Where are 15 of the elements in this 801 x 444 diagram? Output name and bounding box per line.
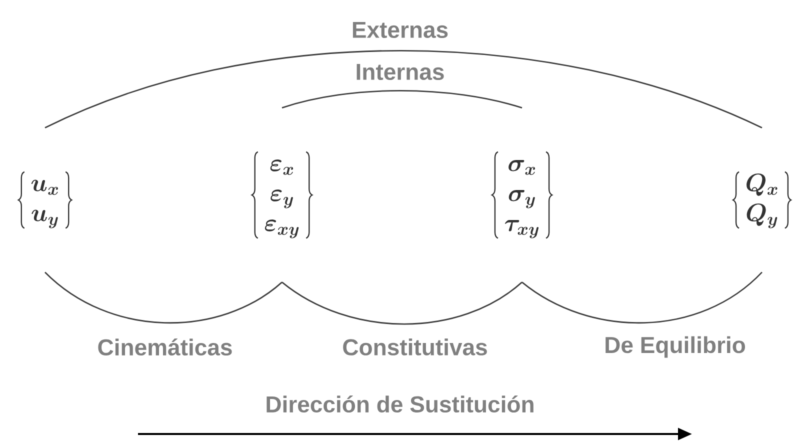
arc-label: Internas <box>356 64 444 80</box>
arc-label: Cinemáticas <box>98 338 232 356</box>
arc-label: De Equilibrio <box>606 336 746 358</box>
arc-label: Constitutivas <box>343 338 487 356</box>
arc <box>522 272 762 324</box>
vector-formula: $Q_x$ $Q_y$ <box>732 171 792 229</box>
direction-label: Dirección de Sustitución <box>266 395 534 413</box>
vector-formula: $u_x$ $u_y$ <box>18 171 72 229</box>
vector-formula: $\varepsilon_x$ $\varepsilon_y$ $\varepsilon_{xy}$ <box>251 151 313 239</box>
arc <box>282 282 522 325</box>
arc <box>282 90 522 108</box>
vector-formula: $\sigma_x$ $\sigma_y$ $\tau_{xy}$ <box>491 151 553 239</box>
arc-label: Externas <box>352 22 448 38</box>
arc <box>44 50 762 128</box>
arc <box>44 272 282 324</box>
